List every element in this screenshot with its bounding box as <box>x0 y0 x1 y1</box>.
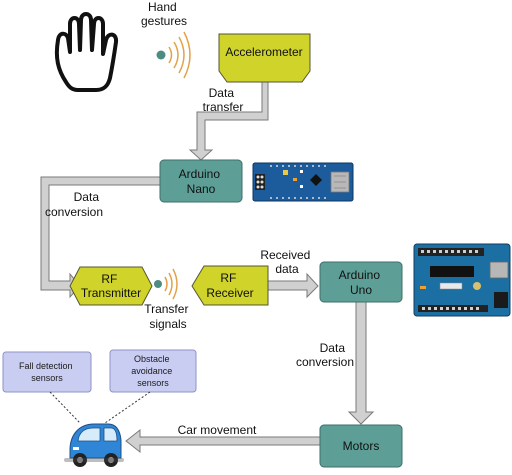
wireless-signal-icon <box>154 268 178 300</box>
arrow-receiver-to-uno <box>267 272 319 299</box>
motors-node: Motors <box>319 424 403 468</box>
rf-receiver-label-line1: RF <box>220 271 236 285</box>
arrow-uno-to-motors <box>347 301 375 425</box>
obstacle-avoidance-sensors-node: Obstacle avoidance sensors <box>109 349 197 393</box>
sensor-connector-left <box>49 391 81 424</box>
arduino-nano-board-icon <box>252 162 354 202</box>
svg-text:RF Receiver: RF Receiver <box>206 271 253 300</box>
sensor-connector-right <box>104 391 151 424</box>
svg-text:Fall detection sensors: Fall detection sensors <box>19 361 75 383</box>
fall-detection-sensors-node: Fall detection sensors <box>2 351 92 393</box>
arduino-uno-board-icon <box>413 243 511 317</box>
wireless-signal-icon <box>156 31 191 79</box>
svg-text:Arduino Uno: Arduino Uno <box>339 268 384 297</box>
arrow-accelerometer-to-nano <box>188 81 269 161</box>
car-icon <box>64 423 124 467</box>
hand-icon <box>54 12 119 92</box>
arduino-nano-node: Arduino Nano <box>159 159 243 203</box>
arduino-uno-node: Arduino Uno <box>319 261 403 303</box>
received-data-label: Received data <box>260 248 313 276</box>
hand-gestures-label: Hand gestures <box>141 0 187 28</box>
svg-text:Arduino Nano: Arduino Nano <box>179 167 224 196</box>
arduino-nano-label-line2: Nano <box>187 182 216 196</box>
accelerometer-node: Accelerometer <box>218 33 311 83</box>
motors-label: Motors <box>343 439 380 453</box>
accelerometer-label: Accelerometer <box>225 45 302 59</box>
data-conversion-left-label: Data conversion <box>45 190 103 219</box>
arduino-nano-label-line1: Arduino <box>179 167 221 181</box>
svg-text:Obstacle avoidance: Obstacle avoidance sensors <box>131 354 175 388</box>
data-conversion-right-label: Data conversion <box>296 341 354 369</box>
svg-text:RF Transmitter: RF Transmitter <box>81 272 141 300</box>
arrow-motors-to-car <box>125 428 321 454</box>
car-movement-label: Car movement <box>178 423 257 437</box>
rf-transmitter-label-line1: RF <box>101 272 117 286</box>
arduino-uno-label-line2: Uno <box>350 283 372 297</box>
data-transfer-label: Data transfer <box>203 86 244 114</box>
rf-receiver-node: RF Receiver <box>191 265 269 306</box>
arduino-uno-label-line1: Arduino <box>339 268 381 282</box>
rf-transmitter-label-line2: Transmitter <box>81 286 141 300</box>
transfer-signals-label: Transfer signals <box>144 302 192 331</box>
rf-receiver-label-line2: Receiver <box>206 286 253 300</box>
rf-transmitter-node: RF Transmitter <box>69 266 153 306</box>
